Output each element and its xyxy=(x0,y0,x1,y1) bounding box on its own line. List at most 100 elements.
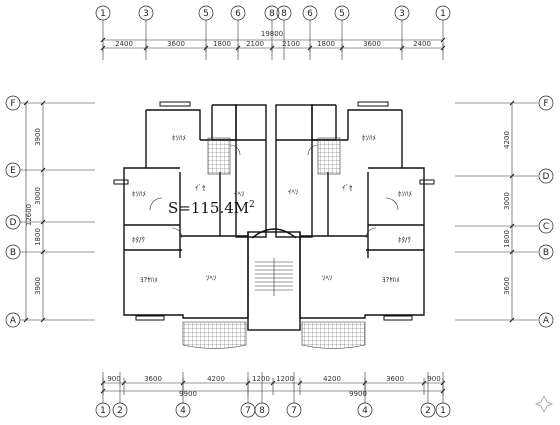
right-axis-bubble: D xyxy=(538,168,554,184)
bottom-axis-bubble: 8 xyxy=(254,402,270,418)
area-label: S=115.4M2 xyxy=(168,199,255,217)
room-kitchen-right: ｲﾍｿ xyxy=(288,188,299,196)
svg-text:1: 1 xyxy=(440,406,446,416)
top-axis-bubble: 1 xyxy=(95,5,111,21)
svg-text:C: C xyxy=(543,222,549,232)
left-segment-dim: 3900 xyxy=(34,128,42,146)
left-segment-dim: 3900 xyxy=(34,277,42,295)
right-axis-bubble: A xyxy=(538,312,554,328)
right-segment-dim: 3000 xyxy=(503,192,511,210)
svg-text:1: 1 xyxy=(100,406,106,416)
bottom-segment-dim: 1200 xyxy=(276,375,294,383)
right-axis-bubble: B xyxy=(538,244,554,260)
balcony-left xyxy=(182,321,247,349)
svg-text:D: D xyxy=(543,172,550,182)
svg-text:2: 2 xyxy=(117,406,123,416)
svg-text:6: 6 xyxy=(307,9,313,19)
top-segment-dim: 3600 xyxy=(167,40,185,48)
room-wc-left: ｲﾞｾ xyxy=(195,184,206,192)
bottom-segment-dim: 4200 xyxy=(323,375,341,383)
left-axis-bubble: B xyxy=(5,244,21,260)
top-axis-bubble: 3 xyxy=(394,5,410,21)
left-axis-bubble: D xyxy=(5,214,21,230)
left-overall-dim: 12600 xyxy=(25,204,33,226)
svg-text:3: 3 xyxy=(399,9,405,19)
bottom-segment-dim: 900 xyxy=(107,375,120,383)
top-segment-dim: 3600 xyxy=(363,40,381,48)
svg-text:5: 5 xyxy=(339,9,345,19)
right-segment-dim: 3600 xyxy=(503,277,511,295)
building-walls xyxy=(123,104,425,331)
svg-text:E: E xyxy=(10,166,16,176)
bottom-segment-dim: 900 xyxy=(427,375,440,383)
windows xyxy=(113,101,435,321)
room-wc-right: ｲﾞｾ xyxy=(342,184,353,192)
room-bedroom-bottom-right: ﾖ?ﾔﾊﾒ xyxy=(382,276,400,284)
top-axis-bubble: 1 xyxy=(435,5,451,21)
svg-text:B: B xyxy=(543,248,549,258)
svg-text:7: 7 xyxy=(291,406,297,416)
top-segment-dim: 2100 xyxy=(282,40,300,48)
svg-text:8: 8 xyxy=(269,9,275,19)
top-segment-dim: 1800 xyxy=(213,40,231,48)
axis-grid-lines xyxy=(102,20,444,403)
bottom-axis-bubble: 7 xyxy=(286,402,302,418)
room-store-left: ﾎﾀ/ｸ xyxy=(132,236,145,244)
top-segment-dim: 1800 xyxy=(317,40,335,48)
room-living-left: ｿﾍｿ xyxy=(206,274,217,282)
bottom-half-dim-right: 9900 xyxy=(349,390,367,398)
svg-text:1: 1 xyxy=(440,9,446,19)
top-axis-bubble: 6 xyxy=(230,5,246,21)
left-dimension-block: 12600 3900 3000 1800 3900 F E D B A xyxy=(5,95,95,328)
door-swings xyxy=(149,144,399,239)
room-kitchen-center: ｲﾍｿ xyxy=(234,190,245,198)
bottom-axis-bubble: 4 xyxy=(175,402,191,418)
svg-text:1: 1 xyxy=(100,9,106,19)
svg-text:8: 8 xyxy=(281,9,287,19)
bottom-axis-bubble: 2 xyxy=(112,402,128,418)
svg-text:F: F xyxy=(543,99,548,109)
shaft-left xyxy=(207,137,231,175)
right-axis-bubble: F xyxy=(538,95,554,111)
room-bedroom-mid-right: ﾎｿﾊﾒ xyxy=(398,190,412,198)
top-segment-dim: 2400 xyxy=(413,40,431,48)
svg-text:4: 4 xyxy=(180,406,186,416)
left-axis-bubble: F xyxy=(5,95,21,111)
svg-text:3: 3 xyxy=(143,9,149,19)
bottom-half-dim-left: 9900 xyxy=(179,390,197,398)
bottom-axis-bubble: 1 xyxy=(435,402,451,418)
room-bedroom-mid-left: ﾎｿﾊﾒ xyxy=(132,190,146,198)
balcony-right xyxy=(301,321,366,349)
left-axis-bubble: E xyxy=(5,162,21,178)
svg-text:8: 8 xyxy=(259,406,265,416)
bottom-segment-dim: 3600 xyxy=(386,375,404,383)
stair-treads xyxy=(255,258,293,296)
bottom-axis-bubble: 2 xyxy=(420,402,436,418)
svg-text:B: B xyxy=(10,248,16,258)
bottom-segment-dim: 1200 xyxy=(252,375,270,383)
top-segment-dim: 2400 xyxy=(115,40,133,48)
room-store-right: ﾎﾀ/ｸ xyxy=(398,236,411,244)
left-axis-bubble: A xyxy=(5,312,21,328)
bottom-axis-bubble: 1 xyxy=(95,402,111,418)
bottom-segment-dim: 3600 xyxy=(144,375,162,383)
top-axis-bubble: 6 xyxy=(302,5,318,21)
left-segment-dim: 1800 xyxy=(34,228,42,246)
right-segment-dim: 4200 xyxy=(503,131,511,149)
watermark-logo xyxy=(534,395,554,413)
top-axis-bubble: 3 xyxy=(138,5,154,21)
room-bedroom-bottom-left: ﾖ?ﾔﾊﾒ xyxy=(140,276,158,284)
svg-text:F: F xyxy=(10,99,15,109)
room-living-right: ｿﾍｿ xyxy=(322,274,333,282)
top-axis-bubble: 5 xyxy=(334,5,350,21)
svg-text:D: D xyxy=(10,218,17,228)
svg-text:7: 7 xyxy=(245,406,251,416)
room-bedroom-top-left: ﾎｿﾊﾒ xyxy=(172,134,186,142)
bottom-axis-bubble: 4 xyxy=(357,402,373,418)
svg-text:A: A xyxy=(543,316,550,326)
svg-text:5: 5 xyxy=(203,9,209,19)
left-segment-dim: 3000 xyxy=(34,187,42,205)
